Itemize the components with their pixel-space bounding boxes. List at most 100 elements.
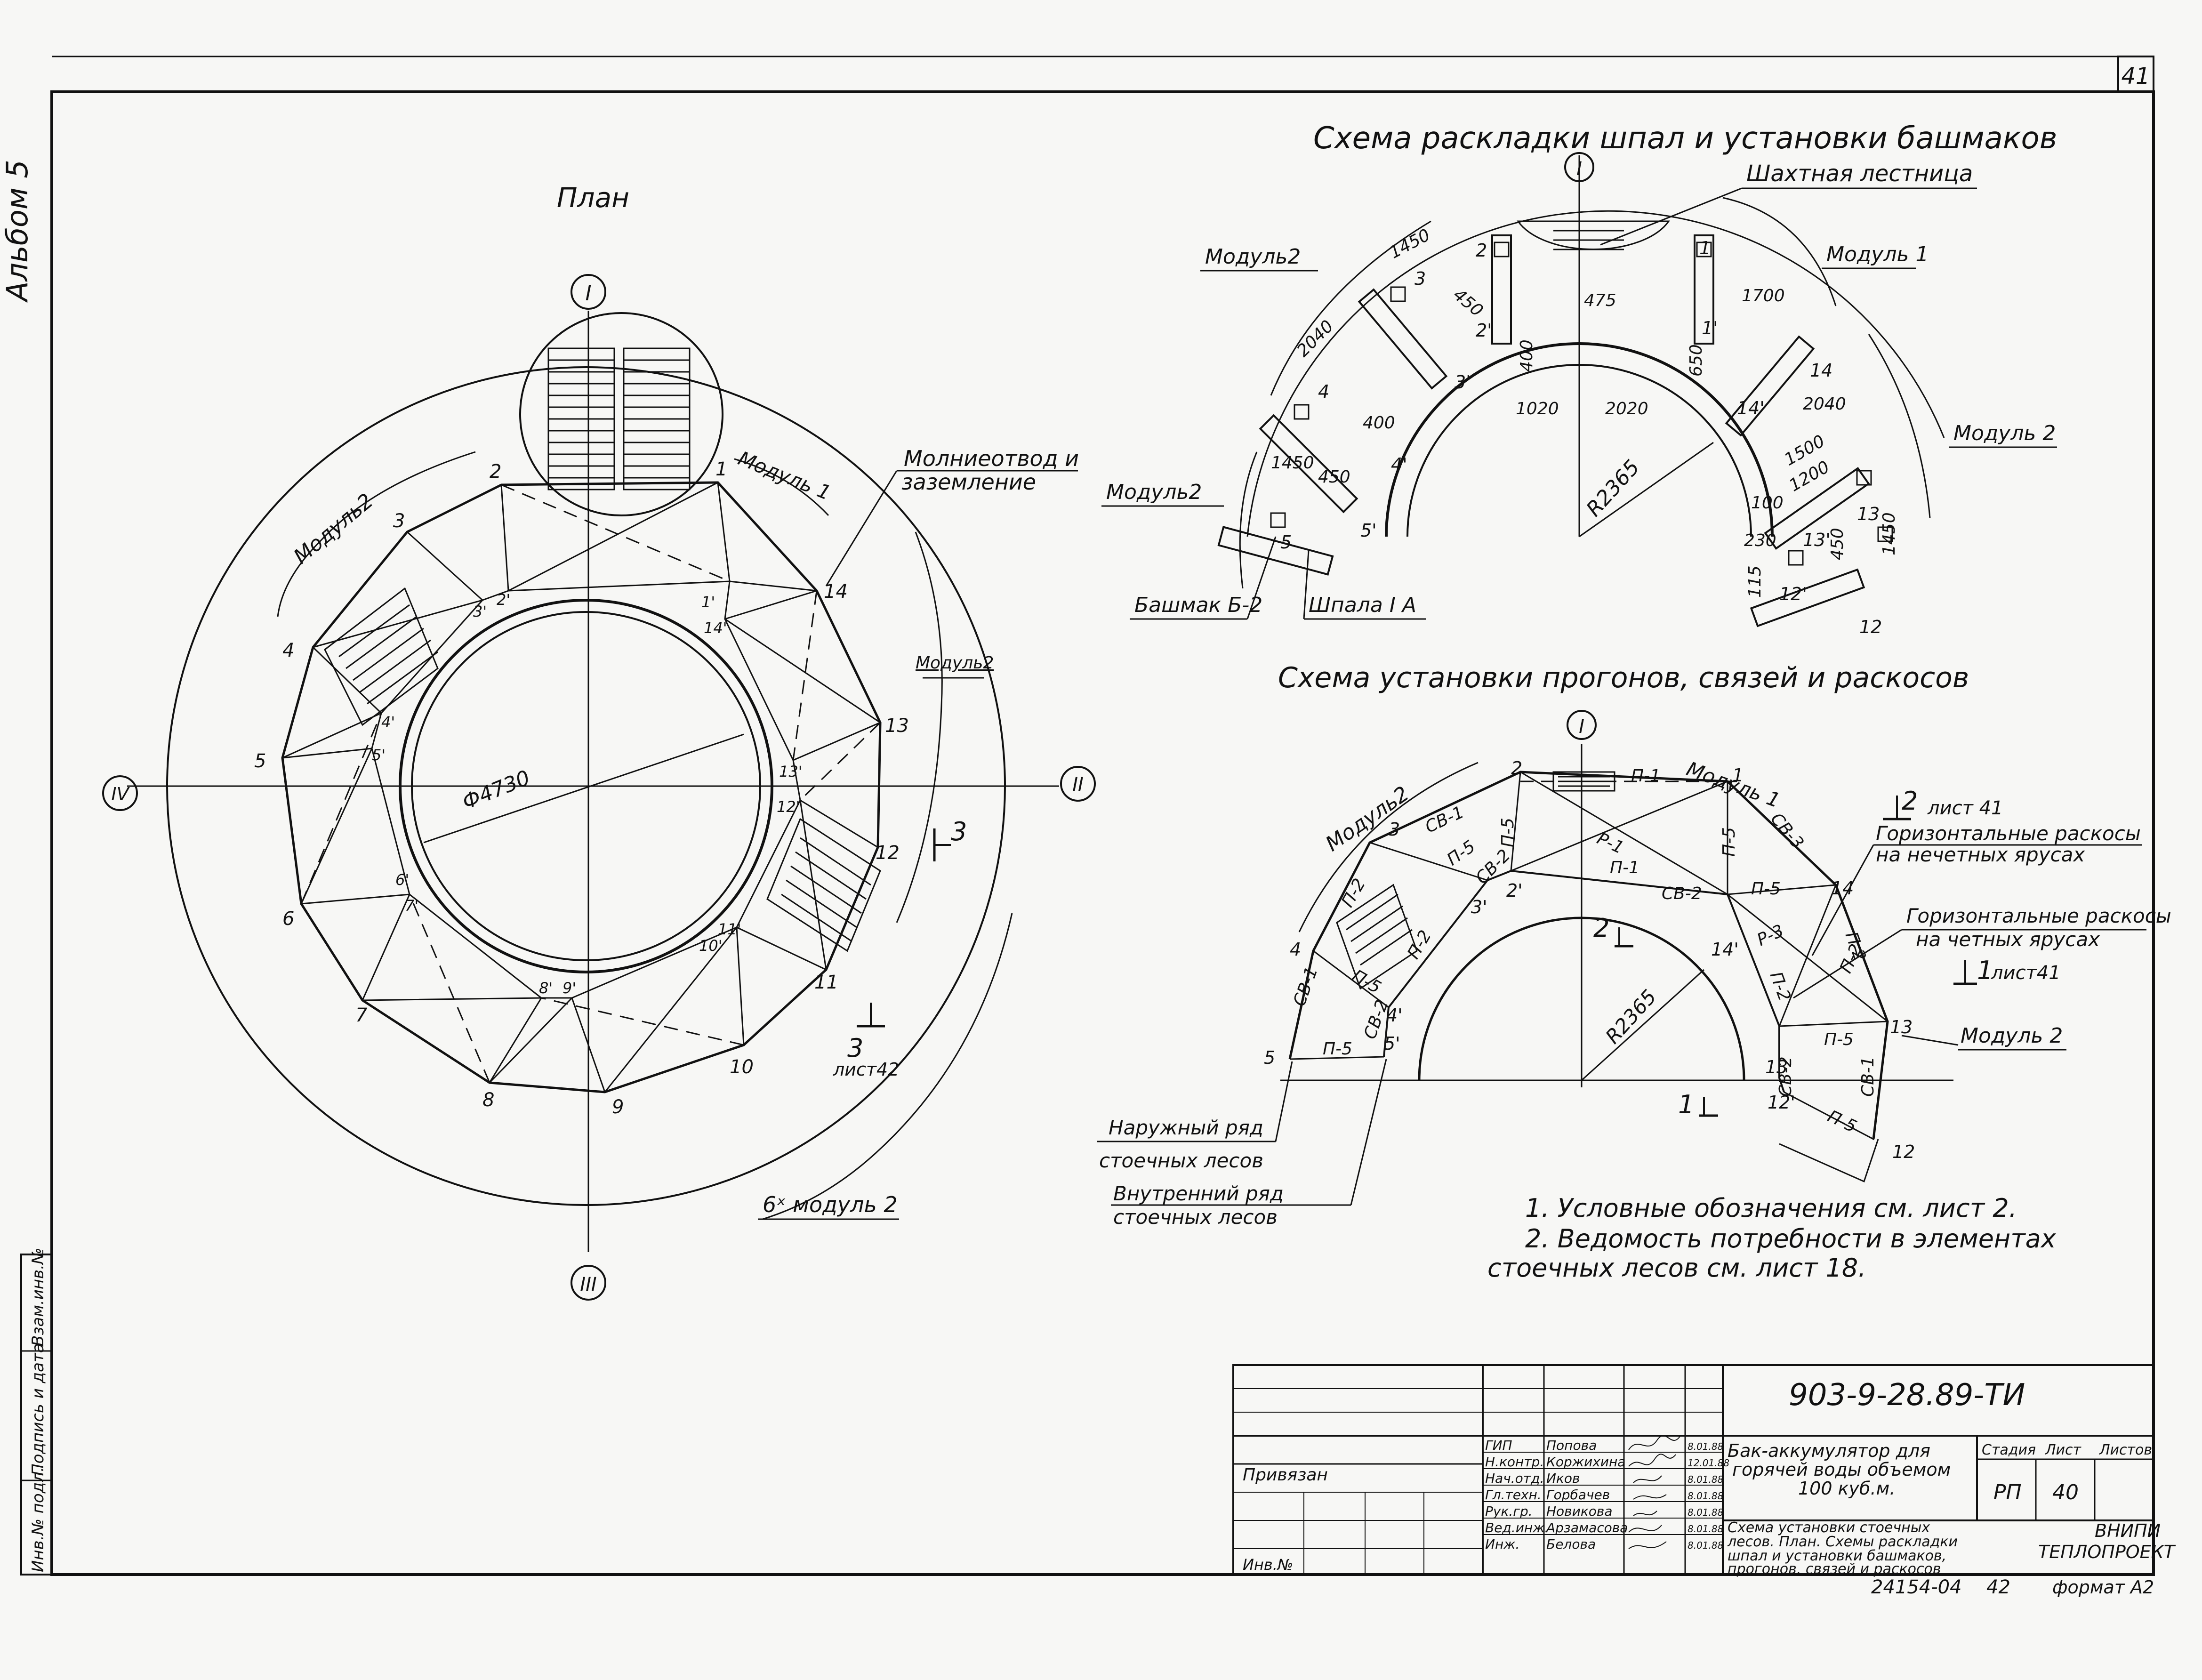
el-p5-d: П-5	[1323, 1039, 1352, 1059]
name-2: Иков	[1546, 1471, 1580, 1486]
s2-node-14p: 14'	[1711, 939, 1739, 960]
scheme1-sleeper-label: Шпала I А	[1309, 593, 1416, 617]
el-r1: Р-1	[1594, 829, 1627, 858]
notes: 1. Условные обозначения см. лист 2. 2. В…	[1487, 1193, 2057, 1283]
dim-100: 100	[1751, 493, 1784, 513]
plan-node-13: 13	[885, 715, 909, 737]
sleeper-scheme: Схема раскладки шпал и установки башмако…	[1101, 121, 2057, 637]
el-sv2-d: СВ-2	[1776, 1056, 1795, 1097]
axis-label-left: IV	[111, 784, 130, 804]
odd-tiers-line1: Горизонтальные раскосы	[1876, 822, 2141, 845]
plan-node-8: 8	[482, 1089, 494, 1111]
name-3: Горбачев	[1546, 1487, 1610, 1503]
axis-label-right: II	[1072, 774, 1084, 796]
project-line2: горячей воды объемом	[1732, 1459, 1951, 1480]
scheme1-title: Схема раскладки шпал и установки башмако…	[1313, 121, 2057, 156]
date-0: 8.01.88	[1688, 1441, 1723, 1452]
el-p5-g: П-5	[1824, 1030, 1854, 1049]
plan-inner-node-11: 11'	[718, 920, 741, 938]
scheme2-title: Схема установки прогонов, связей и раско…	[1278, 661, 1969, 694]
s1-node-2p: 2'	[1476, 320, 1492, 341]
plan-inner-node-3: 3'	[473, 603, 487, 620]
scheme2-outer-row	[1288, 771, 1889, 1140]
el-sv2-b: СВ-2	[1662, 884, 1702, 903]
el-sv1-left: СВ-1	[1290, 964, 1322, 1009]
plan-title: План	[557, 182, 629, 214]
plan-inner-node-12: 12'	[777, 798, 800, 816]
plan-inner-node-14: 14'	[704, 619, 727, 637]
s1-node-5: 5	[1280, 532, 1292, 553]
org-line1: ВНИПИ	[2095, 1520, 2161, 1541]
plan-module1-bracket	[734, 458, 829, 516]
sheet-title-line3: шпал и установки башмаков,	[1728, 1548, 1946, 1564]
dim-230: 230	[1744, 531, 1776, 550]
plan-node-1: 1	[715, 458, 727, 480]
role-5: Вед.инж.	[1485, 1520, 1549, 1535]
el-p2-a: П-2	[1338, 875, 1369, 910]
inv-orig-label: Инв.№ подл.	[29, 1467, 48, 1572]
plan-node-11: 11	[814, 972, 838, 993]
el-p2-c: П-2	[1766, 969, 1794, 1004]
name-6: Белова	[1546, 1536, 1596, 1552]
plan-node-10: 10	[730, 1056, 754, 1078]
diameter-label: Ф4730	[459, 766, 533, 814]
s2-section2-mark: 2	[1593, 913, 1609, 943]
inner-row-line1: Внутренний ряд	[1113, 1182, 1284, 1205]
s2-node-5: 5	[1264, 1047, 1275, 1068]
s2-node-13p: 13'	[1765, 1057, 1793, 1077]
lightning-label-line2: заземление	[901, 469, 1036, 495]
name-0: Попова	[1546, 1438, 1597, 1453]
bound-label: Привязан	[1243, 1465, 1328, 1485]
format-label: формат А2	[2052, 1577, 2154, 1598]
plan-node-12: 12	[876, 842, 900, 864]
scheme1-module2-right: Модуль 2	[1953, 421, 2056, 445]
role-2: Нач.отд.	[1485, 1471, 1544, 1486]
date-2: 8.01.88	[1688, 1474, 1723, 1485]
el-p5-b: П-5	[1720, 827, 1739, 857]
left-strip	[20, 1254, 53, 1576]
project-line3: 100 куб.м.	[1798, 1478, 1895, 1499]
s2-node-13: 13	[1890, 1017, 1913, 1037]
plan-module2x6-label: 6ˣ модуль 2	[763, 1192, 898, 1217]
s1-node-14p: 14'	[1737, 398, 1765, 418]
s1-node-2: 2	[1476, 240, 1487, 261]
signatures	[1628, 1435, 1681, 1549]
dim-2040-left: 2040	[1293, 317, 1337, 361]
section3-sheet-label: лист42	[833, 1059, 899, 1080]
project-line1: Бак-аккумулятор для	[1728, 1440, 1930, 1461]
title-block	[1232, 1364, 2154, 1576]
name-4: Новикова	[1546, 1503, 1613, 1519]
scheme1-module1: Модуль 1	[1826, 242, 1929, 266]
el-r3: Р-3	[1754, 921, 1787, 950]
s1-node-1p: 1'	[1702, 318, 1718, 338]
plan-module2-right-label: Модуль2	[916, 653, 994, 673]
el-p5-h: П-5	[1824, 1107, 1859, 1137]
axis-marker-bottom	[571, 1265, 606, 1301]
date-5: 8.01.88	[1688, 1523, 1723, 1535]
odd-tiers-line2: на нечетных ярусах	[1876, 843, 2085, 866]
s2-node-3p: 3'	[1471, 897, 1487, 917]
sheet-title-line4: прогонов, связей и раскосов	[1728, 1561, 1941, 1577]
lightning-label-line1: Молниеотвод и	[904, 446, 1079, 471]
role-4: Рук.гр.	[1485, 1503, 1533, 1519]
el-p5-a: П-5	[1498, 818, 1518, 847]
s2-section2-sheet: лист 41	[1927, 797, 2003, 819]
album-label: Альбом 5	[0, 160, 34, 303]
dim-400-b: 400	[1363, 413, 1395, 433]
plan-module2-left-bracket	[277, 451, 476, 617]
even-tiers-line2: на четных ярусах	[1916, 928, 2100, 951]
s1-node-1: 1	[1699, 238, 1711, 258]
scheme1-shoe-label: Башмак Б-2	[1134, 593, 1262, 617]
s2-node-14: 14	[1831, 878, 1854, 899]
s2-node-12: 12	[1892, 1141, 1915, 1162]
scheme2-axis-marker	[1567, 710, 1597, 740]
plan-node-4: 4	[282, 640, 294, 661]
s2-node-4p: 4'	[1386, 1005, 1403, 1026]
scheme2-bracing	[1289, 771, 1889, 1183]
note-2-line1: 2. Ведомость потребности в элементах	[1525, 1224, 2057, 1254]
plan-module1-label: Модуль 1	[735, 447, 834, 505]
scheme2-inner-row	[1383, 869, 1785, 1093]
scheme1-sleepers	[1217, 234, 1870, 627]
axis-marker-left	[102, 775, 138, 811]
s2-section1-mark: 1	[1678, 1090, 1694, 1119]
